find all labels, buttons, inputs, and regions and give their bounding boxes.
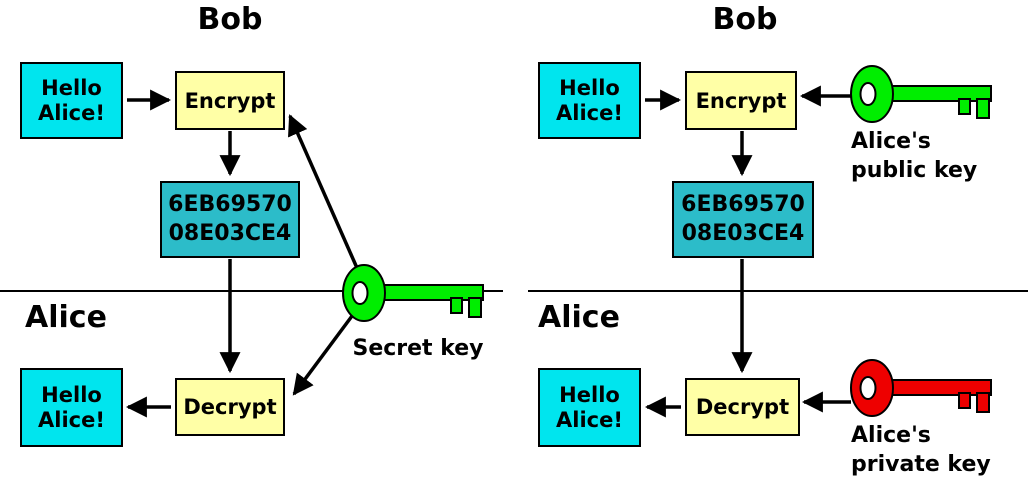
ciphertext-line1: 6EB69570 <box>681 192 805 218</box>
plaintext-line1: Hello <box>41 75 102 100</box>
plaintext-line2: Alice! <box>556 100 623 125</box>
plaintext-out-line1: Hello <box>559 382 620 407</box>
sender-title-left: Bob <box>197 2 263 37</box>
ciphertext-line1: 6EB69570 <box>168 192 292 218</box>
arrow-secretkey-to-decrypt <box>292 314 354 396</box>
sender-title-right: Bob <box>712 2 778 37</box>
decrypt-label: Decrypt <box>695 395 790 419</box>
plaintext-out-box-right: Hello Alice! <box>538 368 641 447</box>
plaintext-box-left: Hello Alice! <box>20 62 123 139</box>
arrow-secretkey-to-encrypt <box>288 114 359 269</box>
public-key-icon <box>850 65 992 123</box>
decrypt-box-right: Decrypt <box>685 378 800 436</box>
secret-key-icon <box>342 264 484 322</box>
private-key-label-line1: Alice's <box>851 423 931 448</box>
right-arrows <box>644 85 851 418</box>
decrypt-label: Decrypt <box>183 395 277 419</box>
plaintext-line2: Alice! <box>38 100 105 125</box>
receiver-title-right: Alice <box>538 300 620 335</box>
receiver-title-left: Alice <box>25 300 107 335</box>
private-key-label-line2: private key <box>851 451 991 477</box>
plaintext-out-line2: Alice! <box>38 407 105 432</box>
plaintext-out-line1: Hello <box>41 382 102 407</box>
encrypt-label: Encrypt <box>695 88 787 113</box>
public-key-label: Alice's public key <box>851 128 977 185</box>
public-key-label-line1: Alice's <box>851 129 931 154</box>
plaintext-out-line2: Alice! <box>556 407 623 432</box>
ciphertext-line2: 08E03CE4 <box>168 220 292 246</box>
ciphertext-box-left: 6EB69570 08E03CE4 <box>160 181 300 258</box>
plaintext-box-right: Hello Alice! <box>538 62 641 139</box>
encrypt-box-right: Encrypt <box>685 71 797 130</box>
left-arrows <box>125 89 359 418</box>
ciphertext-line2: 08E03CE4 <box>681 220 805 246</box>
secret-key-label: Secret key <box>352 336 484 361</box>
plaintext-out-box-left: Hello Alice! <box>20 368 123 447</box>
private-key-icon <box>850 359 992 417</box>
ciphertext-box-right: 6EB69570 08E03CE4 <box>672 181 814 258</box>
encrypt-box-left: Encrypt <box>175 71 285 130</box>
encrypt-label: Encrypt <box>184 88 276 113</box>
public-key-label-line2: public key <box>851 157 978 183</box>
plaintext-line1: Hello <box>559 75 620 100</box>
private-key-label: Alice's private key <box>851 422 991 479</box>
decrypt-box-left: Decrypt <box>175 378 285 436</box>
